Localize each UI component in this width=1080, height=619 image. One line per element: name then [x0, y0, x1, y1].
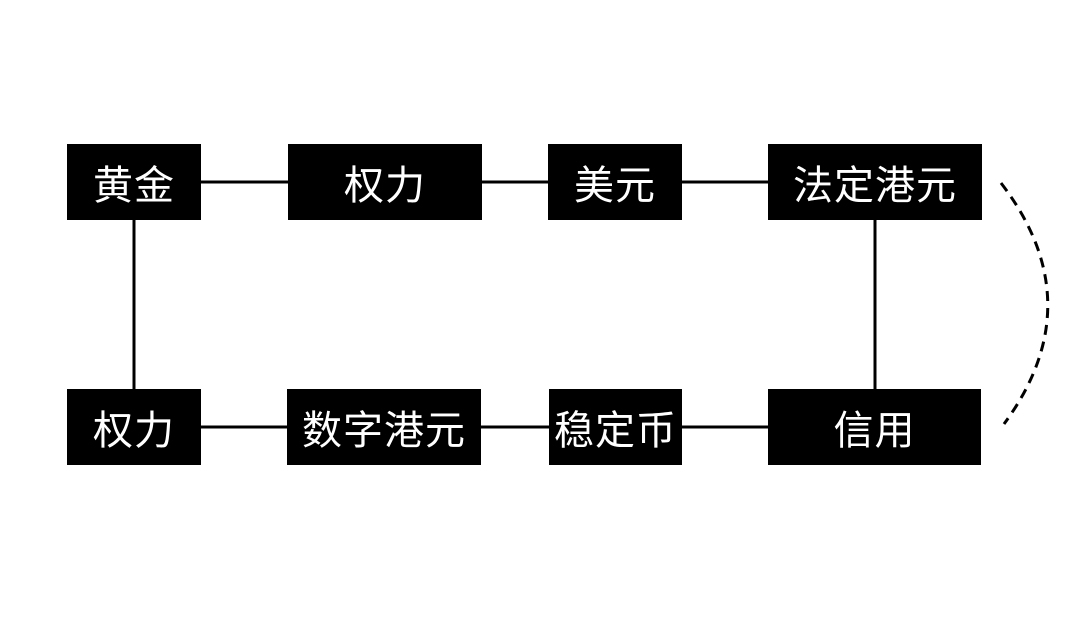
edge-dashed-arc-fiat-hkd-credit — [999, 182, 1050, 425]
node-fiat-hkd-label: 法定港元 — [793, 164, 957, 208]
node-power-top-label: 权力 — [344, 164, 426, 208]
node-usd-label: 美元 — [574, 164, 656, 208]
node-usd: 美元 — [548, 144, 682, 220]
node-digital-hkd-label: 数字港元 — [302, 409, 466, 453]
node-stablecoin: 稳定币 — [549, 389, 682, 465]
node-digital-hkd: 数字港元 — [287, 389, 481, 465]
node-fiat-hkd: 法定港元 — [768, 144, 982, 220]
node-credit-label: 信用 — [833, 409, 916, 453]
node-gold-label: 黄金 — [93, 164, 175, 208]
node-power-top: 权力 — [288, 144, 482, 220]
node-credit: 信用 — [768, 389, 981, 465]
node-power-bottom: 权力 — [67, 389, 201, 465]
node-gold: 黄金 — [67, 144, 201, 220]
node-power-bottom-label: 权力 — [93, 409, 175, 453]
node-stablecoin-label: 稳定币 — [554, 409, 677, 453]
